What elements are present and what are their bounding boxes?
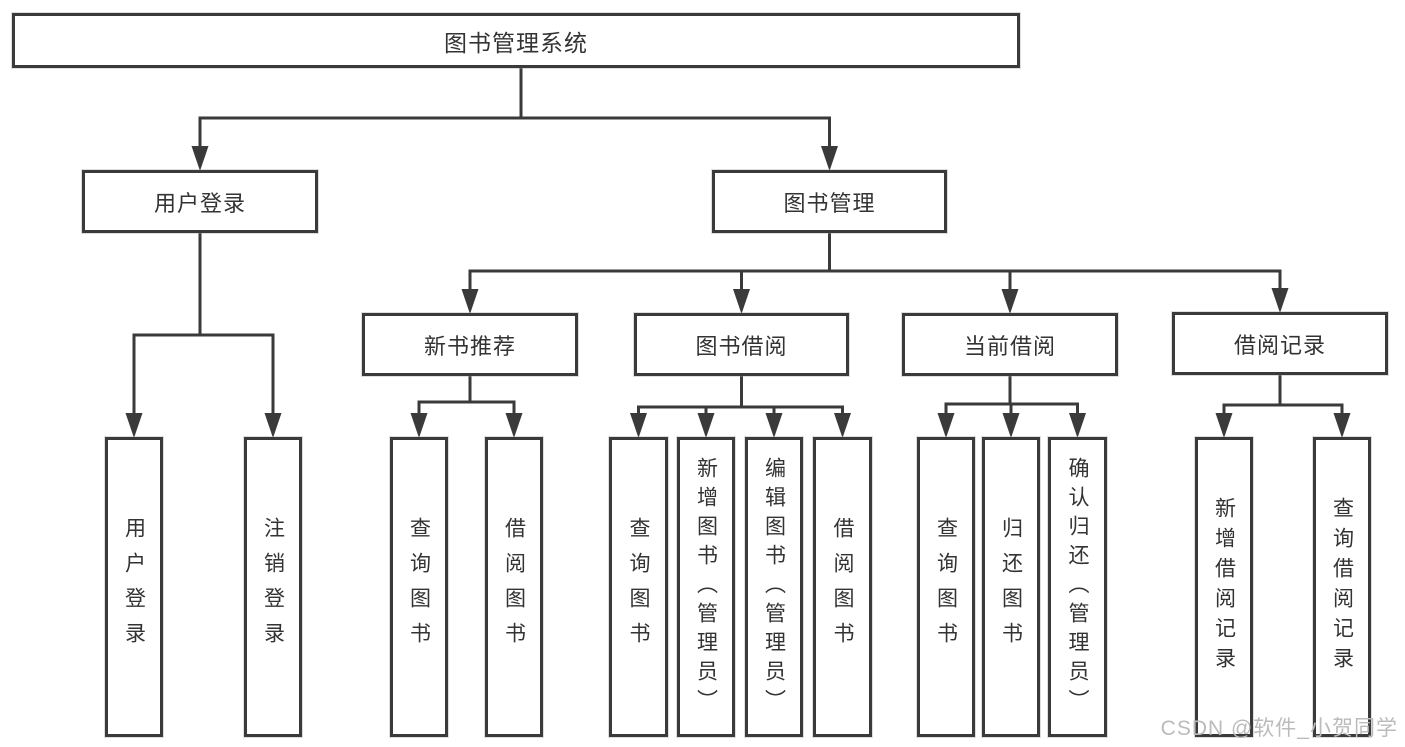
- node-current-borrow: 当前借阅: [902, 313, 1118, 376]
- node-nb-query-label: 查询图书: [407, 517, 431, 657]
- node-user-login: 用户登录: [82, 170, 318, 233]
- node-user-login-label: 用户登录: [153, 190, 246, 216]
- node-new-book-rec-label: 新书推荐: [423, 333, 516, 359]
- node-book-borrow-label: 图书借阅: [695, 333, 788, 359]
- arrowhead-icon: [1002, 413, 1020, 438]
- node-logout-v: 注销登录: [244, 437, 302, 737]
- node-cb-return: 归还图书: [982, 437, 1040, 737]
- node-br-query-label: 查询借阅记录: [1330, 497, 1354, 677]
- arrowhead-icon: [1215, 413, 1233, 438]
- arrowhead-icon: [264, 413, 282, 438]
- arrowhead-icon: [834, 413, 851, 438]
- arrowhead-icon: [410, 413, 428, 438]
- node-br-add: 新增借阅记录: [1195, 437, 1253, 737]
- arrowhead-icon: [821, 146, 838, 171]
- node-book-mgmt-label: 图书管理: [783, 190, 876, 216]
- node-bb-edit: 编辑图书（管理员）: [745, 437, 803, 737]
- node-cb-confirm: 确认归还（管理员）: [1048, 437, 1107, 737]
- arrowhead-icon: [937, 413, 955, 438]
- node-logout-v-label: 注销登录: [261, 517, 285, 657]
- node-cb-query: 查询图书: [917, 437, 975, 737]
- node-current-borrow-label: 当前借阅: [963, 333, 1056, 359]
- node-bb-borrow-label: 借阅图书: [831, 517, 854, 657]
- node-book-borrow: 图书借阅: [634, 313, 849, 376]
- arrowhead-icon: [630, 413, 647, 438]
- arrowhead-icon: [1069, 413, 1086, 438]
- arrowhead-icon: [697, 413, 715, 438]
- node-bb-edit-label: 编辑图书（管理员）: [762, 456, 786, 718]
- node-bb-query: 查询图书: [609, 437, 668, 737]
- node-nb-borrow: 借阅图书: [485, 437, 543, 737]
- arrowhead-icon: [765, 413, 783, 438]
- node-book-mgmt: 图书管理: [712, 170, 947, 233]
- node-root-label: 图书管理系统: [444, 29, 588, 56]
- arrowhead-icon: [733, 289, 750, 314]
- node-br-query: 查询借阅记录: [1313, 437, 1371, 737]
- arrowhead-icon: [505, 413, 523, 438]
- node-bb-add: 新增图书（管理员）: [677, 437, 735, 737]
- node-root: 图书管理系统: [12, 13, 1020, 68]
- node-bb-add-label: 新增图书（管理员）: [694, 456, 718, 718]
- arrowhead-icon: [125, 413, 143, 438]
- node-new-book-rec: 新书推荐: [362, 313, 578, 376]
- node-bb-borrow: 借阅图书: [813, 437, 872, 737]
- node-borrow-record-label: 借阅记录: [1233, 332, 1326, 358]
- node-nb-query: 查询图书: [390, 437, 448, 737]
- arrowhead-icon: [191, 146, 209, 171]
- node-cb-query-label: 查询图书: [934, 517, 958, 657]
- node-bb-query-label: 查询图书: [627, 517, 650, 657]
- watermark-text: CSDN @软件_小贺同学: [1160, 717, 1398, 740]
- node-br-add-label: 新增借阅记录: [1212, 497, 1236, 677]
- node-nb-borrow-label: 借阅图书: [502, 517, 526, 657]
- arrowhead-icon: [1271, 288, 1289, 313]
- arrowhead-icon: [1001, 289, 1019, 314]
- node-cb-confirm-label: 确认归还（管理员）: [1066, 456, 1089, 718]
- arrowhead-icon: [1333, 413, 1351, 438]
- node-login-v: 用户登录: [105, 437, 163, 737]
- node-cb-return-label: 归还图书: [999, 517, 1023, 657]
- arrowhead-icon: [461, 289, 479, 314]
- node-login-v-label: 用户登录: [122, 517, 146, 657]
- node-borrow-record: 借阅记录: [1172, 312, 1388, 375]
